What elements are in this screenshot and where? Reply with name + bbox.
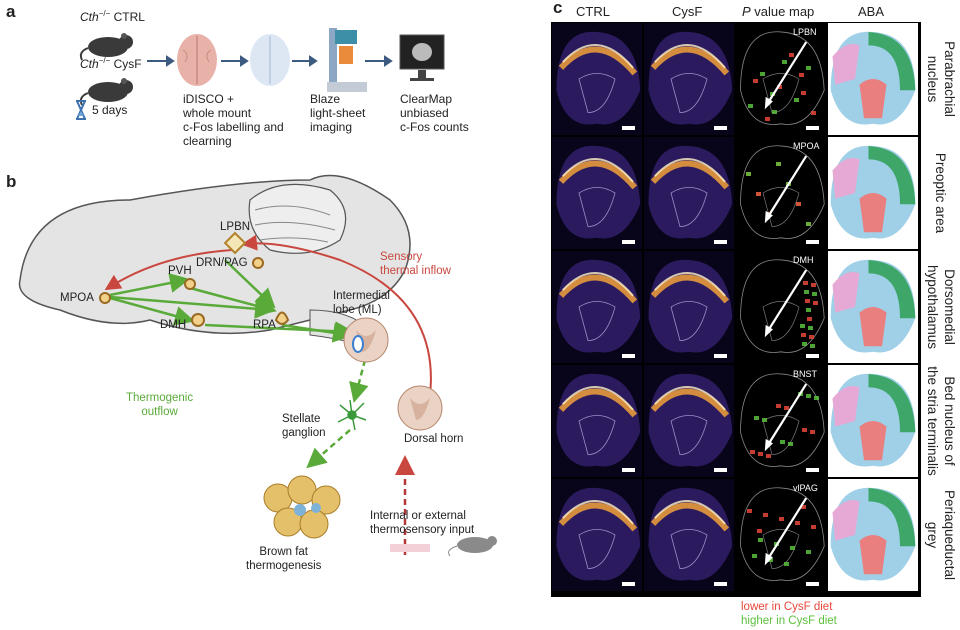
mpoa-node: [99, 292, 111, 304]
cysf-brain-slice-3: [644, 251, 734, 363]
stellate-ganglion-icon: [337, 399, 367, 431]
thermogenic-outflow-label: Thermogenic outflow: [126, 392, 194, 418]
intermedial-lobe-label: Intermedial lobe (ML): [333, 290, 390, 316]
dmh-node: [191, 313, 205, 327]
drn-pag-label: DRN/PAG: [196, 257, 248, 269]
region-label-1: LPBN: [793, 27, 817, 37]
row-label-2: Preoptic area: [933, 152, 949, 234]
panel-b-letter: b: [6, 172, 17, 191]
mouse-input-icon: [390, 536, 497, 557]
brain-pink-icon: [177, 34, 217, 86]
col-header-cysf: CysF: [672, 4, 703, 19]
thermoregulation-diagram: [18, 174, 497, 557]
thermosensory-input-label: Internal or external thermosensory input: [370, 510, 475, 536]
pvalue-brain-slice-4: [736, 365, 826, 477]
ctrl-brain-slice-3: [552, 251, 642, 363]
region-label-3: DMH: [793, 255, 814, 265]
lpbn-label: LPBN: [220, 221, 251, 233]
region-label-2: MPOA: [793, 141, 820, 151]
sensory-inflow-label: Sensory thermal inflow: [380, 251, 451, 277]
ctrl-label: Cth−/− CTRL: [80, 9, 145, 24]
light-sheet-microscope-icon: [327, 28, 367, 92]
ctrl-mouse-icon: [79, 33, 133, 61]
panel-c-letter: c: [553, 0, 563, 17]
pvalue-brain-slice-2: [736, 137, 826, 249]
lpbn-node: [223, 231, 247, 255]
pvh-label: PVH: [168, 265, 192, 277]
dmh-label: DMH: [160, 319, 187, 331]
legend-lower: lower in CysF diet: [741, 601, 833, 613]
pvalue-brain-slice-5: [736, 479, 826, 591]
aba-brain-slice-5: [828, 479, 918, 591]
cysf-brain-slice-2: [644, 137, 734, 249]
region-label-4: BNST: [793, 369, 818, 379]
step-blaze: Blaze light-sheet imaging: [310, 92, 366, 134]
brown-fat-label: Brown fat thermogenesis: [246, 546, 322, 572]
drn-pag-node: [252, 257, 264, 269]
mouse-icons: [79, 33, 133, 106]
col-header-pvalue: P value map: [742, 4, 815, 19]
panel-a-letter: a: [6, 2, 16, 21]
legend-higher: higher in CysF diet: [741, 615, 837, 627]
col-header-aba: ABA: [858, 4, 885, 19]
cysf-mouse-icon: [79, 78, 133, 106]
cysf-brain-slice-1: [644, 23, 734, 135]
rpa-label: RPA: [253, 319, 276, 331]
ctrl-brain-slice-2: [552, 137, 642, 249]
ctrl-brain-slice-1: [552, 23, 642, 135]
region-label-5: vlPAG: [793, 483, 818, 493]
workflow-diagram: [147, 28, 445, 92]
aba-brain-slice-3: [828, 251, 918, 363]
cysf-brain-slice-5: [644, 479, 734, 591]
pvh-node: [184, 278, 196, 290]
cysf-brain-slice-4: [644, 365, 734, 477]
pvalue-brain-slice-3: [736, 251, 826, 363]
ctrl-brain-slice-4: [552, 365, 642, 477]
aba-brain-slice-1: [828, 23, 918, 135]
stellate-ganglion-label: Stellate ganglion: [282, 413, 326, 439]
cysf-label: Cth−/− CysF: [80, 56, 142, 71]
mpoa-label: MPOA: [60, 292, 94, 304]
step-clearmap: ClearMap unbiased c-Fos counts: [400, 92, 469, 134]
hourglass-icon: [76, 100, 86, 120]
rpa-node: [274, 311, 290, 325]
monitor-icon: [399, 34, 445, 81]
intermedial-lobe-icon: [343, 317, 389, 363]
brown-fat-icon: [263, 475, 341, 539]
step-idisco: iDISCO + whole mount c-Fos labelling and…: [183, 92, 284, 148]
brain-cleared-icon: [250, 34, 290, 86]
pvalue-brain-slice-1: [736, 23, 826, 135]
col-header-ctrl: CTRL: [576, 4, 610, 19]
duration-label: 5 days: [92, 103, 128, 117]
aba-brain-slice-2: [828, 137, 918, 249]
dorsal-horn-icon: [397, 385, 443, 431]
ctrl-brain-slice-5: [552, 479, 642, 591]
dorsal-horn-label: Dorsal horn: [404, 433, 464, 445]
brain-image-grid: LPBN MPOA DMH BNST vlPAG: [551, 22, 921, 597]
aba-brain-slice-4: [828, 365, 918, 477]
